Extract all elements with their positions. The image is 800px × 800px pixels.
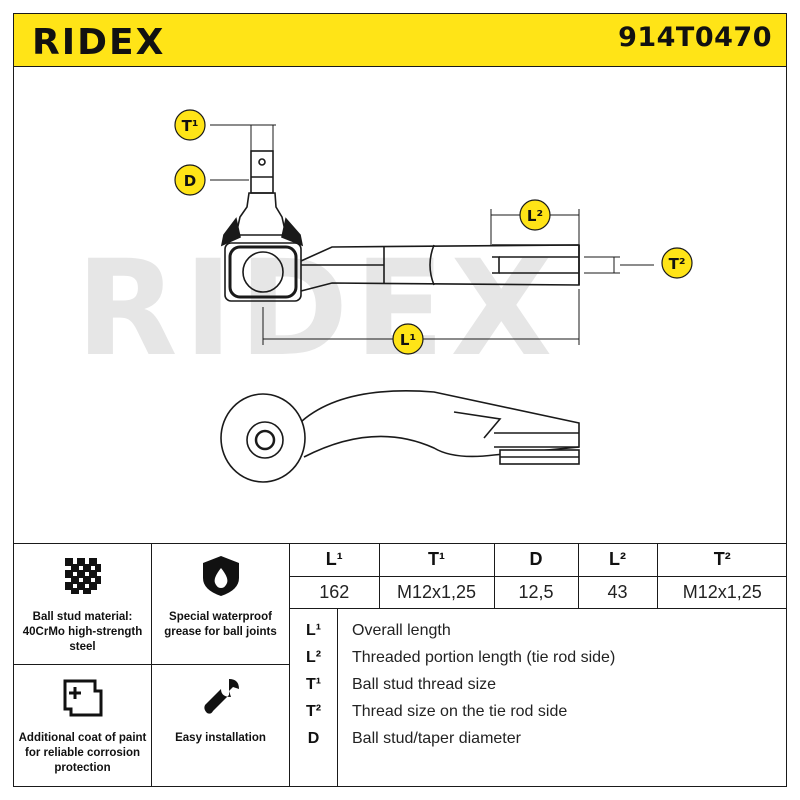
legend-key: T¹ [305, 676, 322, 693]
feature-installation: Easy installation [152, 665, 290, 787]
feature-paint: Additional coat of paint for reliable co… [14, 665, 152, 787]
legend-key: L² [305, 649, 322, 666]
legend-row: T¹ Ball stud thread size [290, 672, 787, 698]
grid-icon [64, 558, 101, 594]
watermark-text: RIDEX [76, 232, 558, 386]
legend-desc: Ball stud/taper diameter [352, 730, 521, 747]
tie-rod-end-drawing: RIDEX [76, 109, 693, 483]
info-panel: Ball stud material: 40CrMo high-strength… [13, 543, 787, 787]
legend-key: L¹ [305, 622, 322, 639]
legend-desc: Threaded portion length (tie rod side) [352, 649, 616, 666]
spec-value: 43 [578, 576, 658, 609]
ball-stud-thread [250, 150, 274, 194]
spec-header: D [494, 544, 579, 577]
svg-text:L¹: L¹ [400, 331, 416, 349]
ridex-logo: RIDEX [32, 24, 165, 58]
svg-text:D: D [184, 172, 196, 190]
spec-header: T¹ [379, 544, 495, 577]
legend-key: T² [305, 703, 322, 720]
feature-grease: Special waterproof grease for ball joint… [152, 544, 290, 665]
legend-row: L¹ Overall length [290, 618, 787, 644]
legend-key: D [307, 730, 320, 747]
legend: L¹ Overall length L² Threaded portion le… [290, 608, 787, 787]
callout-t1: T¹ [174, 109, 206, 141]
spec-value: 162 [290, 576, 380, 609]
top-view [220, 150, 580, 302]
technical-drawing: RIDEX [13, 67, 787, 543]
feature-text: Special waterproof grease for ball joint… [164, 611, 277, 638]
feature-text: Ball stud material: 40CrMo high-strength… [22, 611, 143, 653]
legend-desc: Thread size on the tie rod side [352, 703, 568, 720]
callout-l1: L¹ [392, 323, 424, 355]
legend-row: T² Thread size on the tie rod side [290, 699, 787, 725]
feature-material: Ball stud material: 40CrMo high-strength… [14, 544, 152, 665]
spec-value: 12,5 [494, 576, 579, 609]
spec-table: L¹ T¹ D L² T² 162 M12x1,25 12,5 43 M12x1… [290, 544, 787, 609]
feature-text: Easy installation [175, 732, 266, 744]
spec-header: L² [578, 544, 658, 577]
part-number: 914T0470 [618, 22, 772, 53]
legend-row: L² Threaded portion length (tie rod side… [290, 645, 787, 671]
callout-d: D [174, 164, 206, 196]
side-view [220, 390, 580, 483]
callout-l2: L² [519, 199, 551, 231]
brand-logo-text: RIDEX [32, 24, 165, 58]
spec-value: M12x1,25 [657, 576, 787, 609]
spec-header: T² [657, 544, 787, 577]
legend-row: D Ball stud/taper diameter [290, 726, 787, 752]
spec-value: M12x1,25 [379, 576, 495, 609]
shield-drop-icon [202, 556, 239, 596]
paint-plus-icon [63, 679, 102, 717]
spec-value-row: 162 M12x1,25 12,5 43 M12x1,25 [290, 576, 787, 609]
legend-divider [337, 608, 338, 787]
callout-t2: T² [661, 247, 693, 279]
spec-header: L¹ [290, 544, 380, 577]
legend-desc: Ball stud thread size [352, 676, 497, 693]
svg-text:T¹: T¹ [182, 117, 199, 135]
svg-text:L²: L² [527, 207, 543, 225]
dimension-lines [210, 124, 654, 345]
wrench-icon [203, 679, 239, 714]
svg-text:T²: T² [669, 255, 686, 273]
legend-desc: Overall length [352, 622, 451, 639]
header-bar: RIDEX 914T0470 [13, 13, 787, 67]
feature-text: Additional coat of paint for reliable co… [18, 732, 147, 774]
spec-header-row: L¹ T¹ D L² T² [290, 544, 787, 577]
